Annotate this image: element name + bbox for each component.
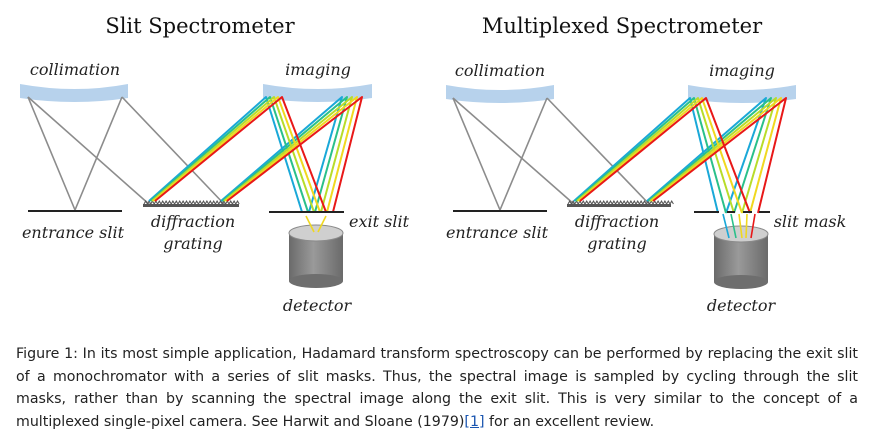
spectral-ray [577,97,743,214]
slit-spectrometer-panel: Slit Spectrometer collimation imaging en… [20,14,410,315]
spectral-ray [151,96,315,213]
collimation-mirror [20,84,128,102]
gray-rays [452,97,651,211]
spectral-ray [224,96,358,213]
diffraction-label: diffraction [575,212,659,231]
spectrum-rays [148,96,363,213]
gray-rays [27,96,226,211]
diffraction-grating [567,199,674,207]
spectral-ray [154,96,327,213]
spectral-ray [576,97,735,214]
imaging-label: imaging [709,61,775,80]
imaging-mirror [263,84,372,102]
spectral-ray [646,97,767,214]
spectral-ray [652,97,787,214]
figure-caption: Figure 1: In its most simple application… [16,343,858,433]
reference-link[interactable]: [1] [464,413,485,430]
spectral-ray [223,96,353,213]
collimation-label: collimation [30,60,120,79]
spectral-ray [149,96,309,213]
collimation-label: collimation [455,61,545,80]
diffraction-label: diffraction [151,212,235,231]
spectral-ray [573,97,719,214]
detector-icon [288,215,344,288]
spectral-ray [226,96,363,213]
spectral-ray [650,97,782,214]
detector-label: detector [707,296,777,315]
spectral-ray [574,97,727,214]
collimation-mirror [446,85,554,103]
spectral-ray [152,96,321,213]
panel-title: Slit Spectrometer [105,14,295,38]
diffraction-grating [143,199,240,207]
slit-mask-label: slit mask [774,212,847,231]
spectral-ray [647,97,772,214]
spectral-ray [649,97,777,214]
imaging-label: imaging [285,60,351,79]
spectral-ray [221,96,348,213]
detector-label: detector [283,296,353,315]
spectral-ray [148,96,303,213]
entrance-slit-label: entrance slit [22,223,125,242]
grating-label: grating [163,234,223,253]
spectral-ray [220,96,343,213]
spectrometer-figure: Slit Spectrometer collimation imaging en… [20,14,846,315]
caption-text: Figure 1: In its most simple application… [16,346,858,430]
spectral-ray [579,97,751,214]
exit-slit-label: exit slit [349,212,410,231]
multiplexed-spectrometer-panel: Multiplexed Spectrometer collimation ima… [446,14,846,315]
caption-text-end: for an excellent review. [484,413,655,430]
detector-icon [713,213,769,289]
spectrum-rays [573,97,787,214]
entrance-slit-label: entrance slit [446,223,549,242]
grating-label: grating [587,234,647,253]
panel-title: Multiplexed Spectrometer [482,14,763,38]
